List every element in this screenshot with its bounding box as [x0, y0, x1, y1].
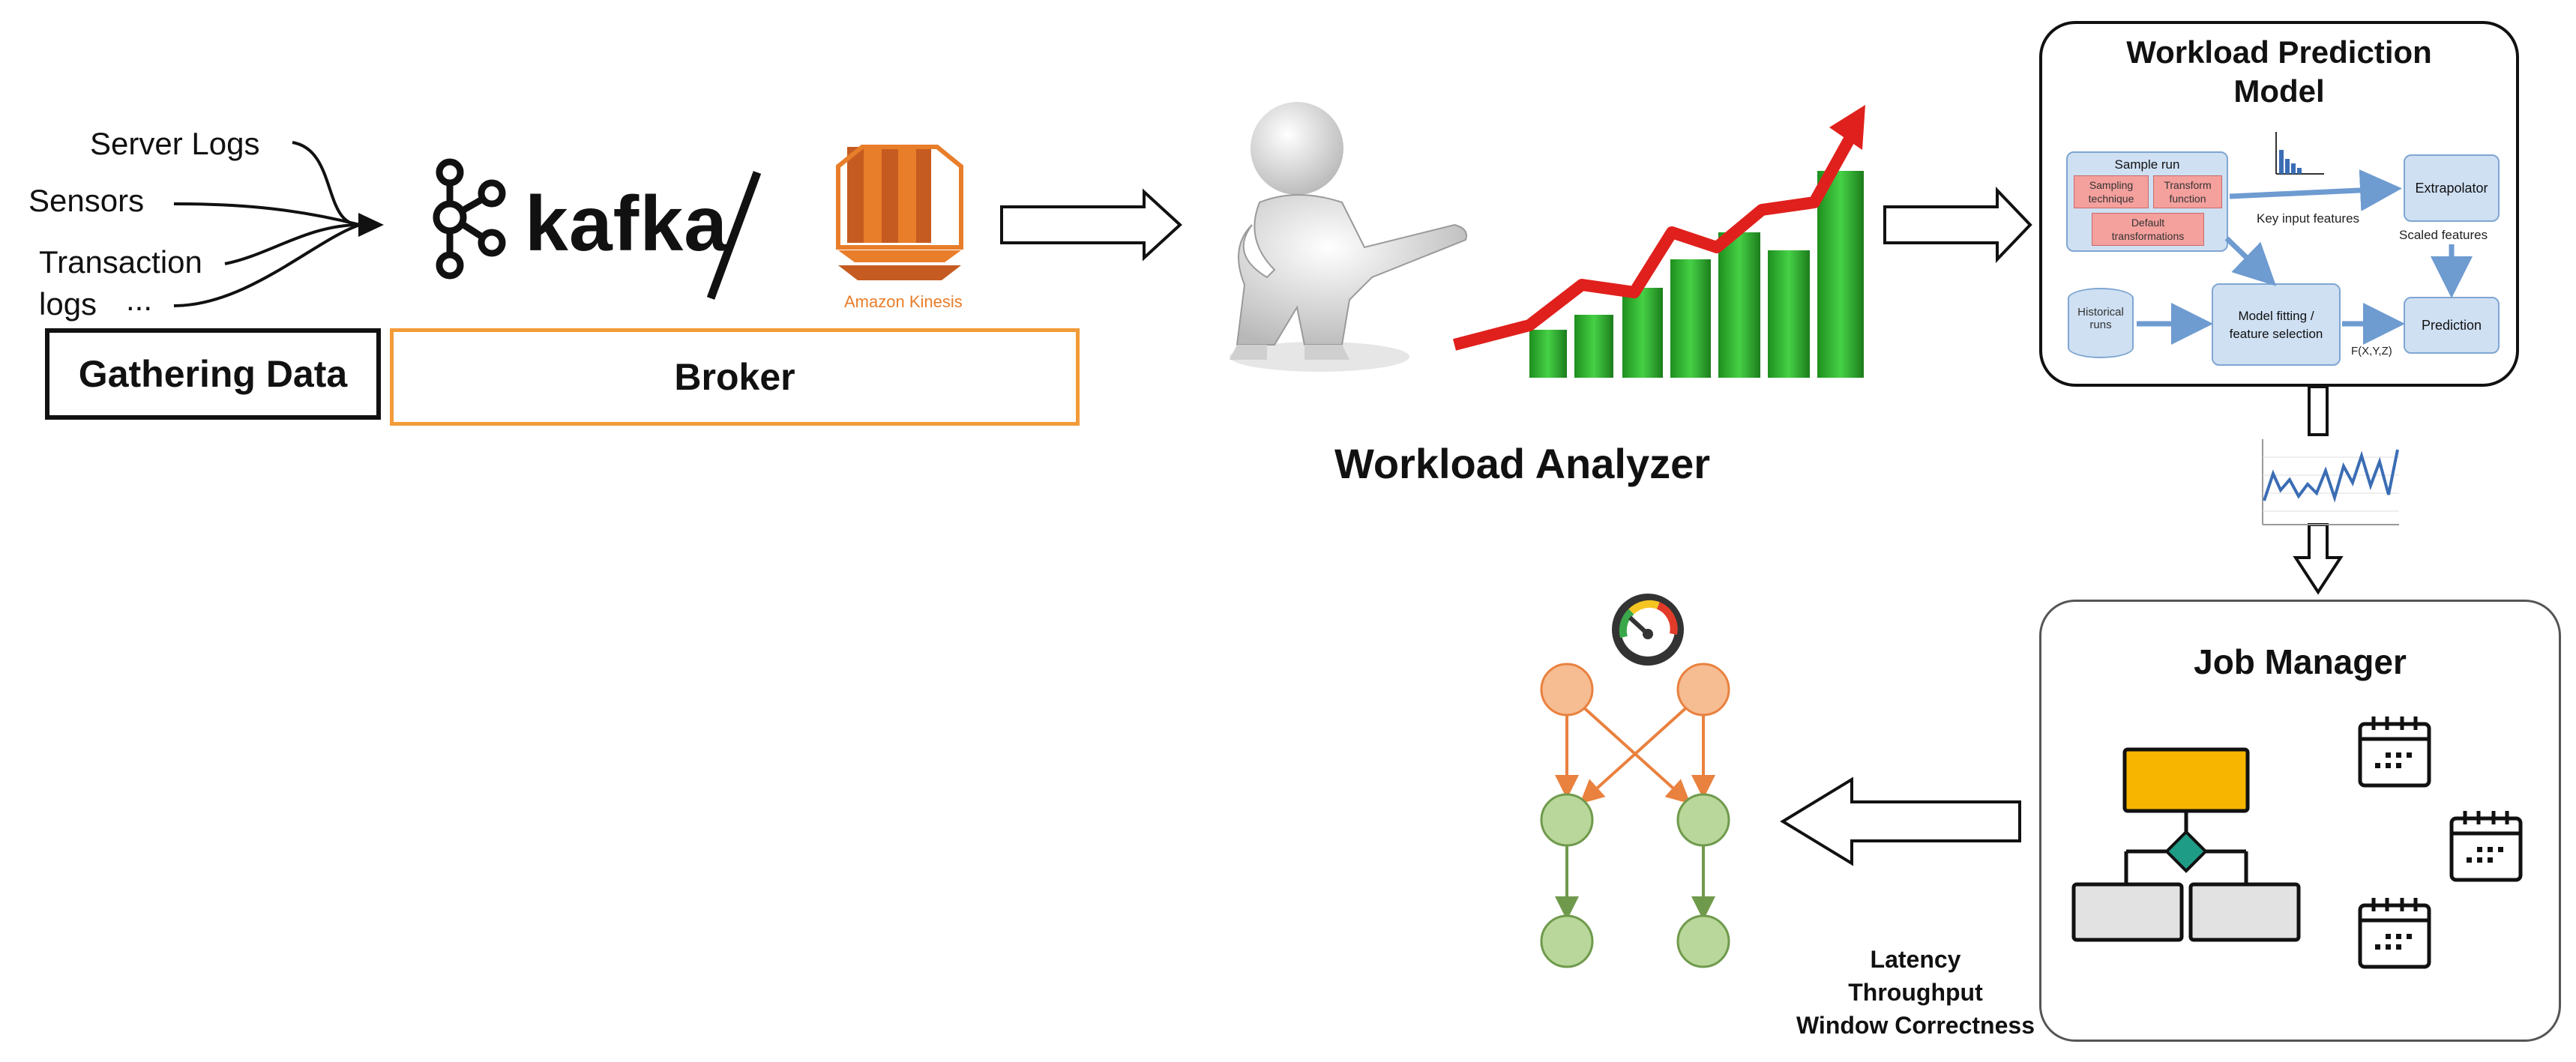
stream-topology-graph: [1540, 663, 1730, 968]
sampling-technique-line2: technique: [2088, 193, 2134, 205]
source-ellipsis: ...: [126, 282, 153, 317]
transform-function-line2: function: [2169, 193, 2206, 205]
arrow-to-model: [1883, 187, 2032, 263]
model-flow-arrows: [2137, 169, 2473, 345]
source-sensors: Sensors: [28, 183, 145, 218]
arrow-to-analyzer: [1000, 188, 1182, 262]
source-node: [1676, 663, 1730, 716]
extrapolator-box: Extrapolator: [2404, 154, 2500, 222]
calendar-icon: [2358, 716, 2431, 788]
amazon-kinesis-icon: [836, 145, 963, 280]
operator-node: [1676, 793, 1730, 847]
historical-runs-line2: runs: [2089, 319, 2112, 331]
broker-box: Broker: [390, 328, 1080, 426]
kafka-logo-icon: [433, 158, 506, 280]
arrow-to-job-manager: [2293, 385, 2344, 595]
gathering-data-label: Gathering Data: [78, 353, 348, 395]
slash-separator: [706, 171, 762, 300]
gathering-data-box: Gathering Data: [45, 328, 381, 420]
job-manager-label: Job Manager: [2194, 642, 2407, 681]
formula-label: F(X,Y,Z): [2351, 345, 2392, 357]
arrow-to-stream-graph: [1780, 776, 2021, 866]
workload-analyzer-label: Workload Analyzer: [1334, 440, 1711, 487]
sink-node: [1676, 914, 1730, 968]
default-transformations-line1: Default: [2131, 217, 2165, 229]
sampling-technique-box: Sampling technique: [2074, 175, 2149, 208]
broker-label: Broker: [674, 356, 795, 398]
source-server-logs: Server Logs: [90, 126, 260, 161]
sample-run-label: Sample run: [2114, 157, 2180, 172]
source-transaction: Transaction: [39, 244, 202, 280]
calendar-icon: [2358, 898, 2431, 969]
kinesis-caption: Amazon Kinesis: [844, 292, 963, 311]
default-transformations-box: Default transformations: [2092, 213, 2204, 246]
feature-histogram-icon: [2275, 132, 2324, 175]
speedometer-icon: [1612, 594, 1684, 666]
source-arrow-head: [358, 213, 384, 237]
scaled-features-label: Scaled features: [2399, 228, 2488, 242]
model-fitting-box: Model fitting / feature selection: [2212, 283, 2341, 366]
prediction-model-title-2: Model: [2233, 73, 2325, 109]
timeseries-icon: [2262, 439, 2399, 525]
sampling-technique-line1: Sampling: [2089, 179, 2134, 191]
prediction-label: Prediction: [2421, 317, 2482, 333]
model-fitting-line1: Model fitting /: [2238, 309, 2314, 323]
metric-throughput: Throughput: [1848, 979, 1983, 1006]
kafka-wordmark: kafka: [525, 181, 728, 268]
historical-runs-line1: Historical: [2077, 306, 2124, 319]
metric-window-correctness: Window Correctness: [1796, 1012, 2035, 1039]
job-workflow-icon: [2071, 747, 2301, 942]
default-transformations-line2: transformations: [2111, 230, 2185, 242]
prediction-model-title-1: Workload Prediction: [2126, 34, 2432, 70]
transform-function-line1: Transform: [2164, 179, 2212, 191]
sink-node: [1540, 914, 1594, 968]
source-logs: logs: [39, 286, 97, 322]
historical-runs-cylinder: Historical runs: [2068, 288, 2134, 358]
metric-latency: Latency: [1870, 946, 1961, 973]
prediction-box: Prediction: [2404, 297, 2500, 354]
transform-function-box: Transform function: [2153, 175, 2222, 208]
operator-node: [1540, 793, 1594, 847]
model-fitting-line2: feature selection: [2229, 327, 2323, 341]
source-node: [1540, 663, 1594, 716]
source-converging-lines: [173, 141, 361, 307]
key-input-features-label: Key input features: [2257, 211, 2360, 226]
extrapolator-label: Extrapolator: [2415, 180, 2488, 196]
calendar-icon: [2449, 811, 2523, 882]
workload-analyzer-illustration: [1230, 102, 1865, 378]
